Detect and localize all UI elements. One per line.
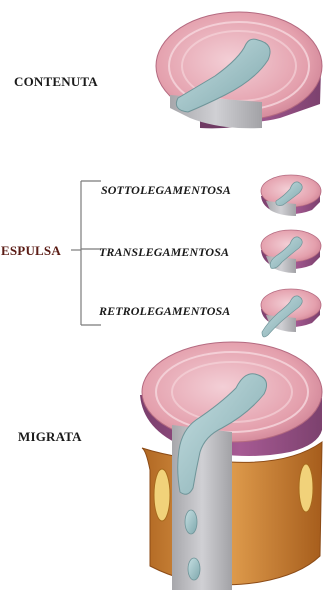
- sottolegamentosa-disc: [261, 175, 321, 216]
- migrata-illustration: [140, 342, 322, 590]
- label-translegamentosa: TRANSLEGAMENTOSA: [99, 245, 229, 260]
- translegamentosa-disc: [261, 230, 321, 273]
- espulsa-bracket: [71, 181, 101, 325]
- label-retrolegamentosa: RETROLEGAMENTOSA: [99, 304, 230, 319]
- label-sottolegamentosa: SOTTOLEGAMENTOSA: [101, 183, 231, 198]
- contenuta-disc: [156, 12, 322, 128]
- retrolegamentosa-disc: [261, 289, 321, 337]
- label-espulsa: ESPULSA: [1, 243, 61, 259]
- label-migrata: MIGRATA: [18, 429, 82, 445]
- label-contenuta: CONTENUTA: [14, 74, 98, 90]
